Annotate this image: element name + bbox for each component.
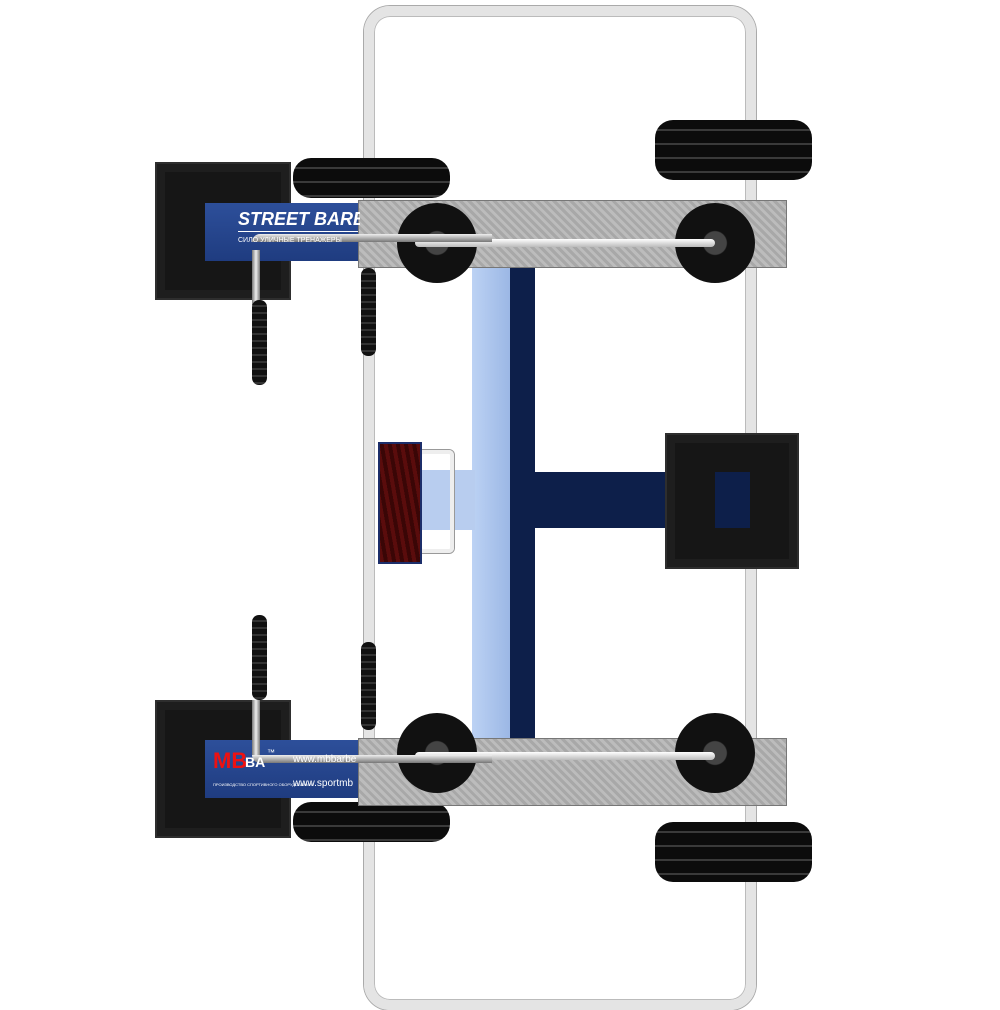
seat-bracket [420,470,475,530]
chrome-handle-bar [252,250,260,305]
chrome-handle-bar [252,234,492,242]
handle-grip[interactable] [252,300,267,385]
tagline: ПРОИЗВОДСТВО СПОРТИВНОГО ОБОРУДОВАНИЯ [213,782,313,787]
banner-mb-barbell: MB BA ™ www.mbbarbe ПРОИЗВОДСТВО СПОРТИВ… [205,740,360,798]
axle-bottom [415,752,715,760]
foot-arm-end [715,472,750,528]
handle-grip[interactable] [361,642,376,730]
main-beam-light [472,266,512,740]
url-1: www.mbbarbe [293,754,357,765]
trademark: ™ [267,748,275,757]
weight-plates-top-right [655,120,812,180]
seat-clamp [418,450,454,553]
divider [238,231,360,232]
weight-plates-bottom-left [293,802,450,842]
banner-subtitle: СИЛО УЛИЧНЫЕ ТРЕНАЖЕРЫ [238,237,342,244]
chrome-handle-bar [252,700,260,755]
chrome-handle-bar [252,755,492,763]
weight-plates-top-left [293,158,450,198]
weight-plates-bottom-right [655,822,812,882]
handle-grip[interactable] [252,615,267,700]
axle-top [415,239,715,247]
seat-pad[interactable] [378,442,422,564]
banner-title: STREET BARBELL [238,209,360,229]
banner-street-barbell: STREET BARBELL СИЛО УЛИЧНЫЕ ТРЕНАЖЕРЫ [205,203,360,261]
url-2: www.sportmb [293,778,354,789]
logo-mb: MB [213,748,248,773]
logo-barbell: BA [245,754,266,770]
handle-grip[interactable] [361,268,376,356]
